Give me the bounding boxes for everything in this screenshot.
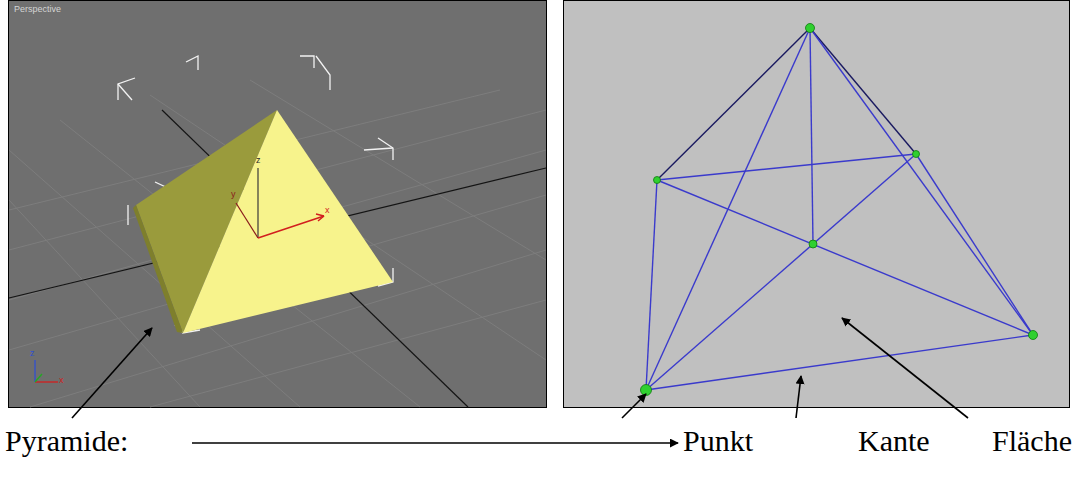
axis-letter: y	[231, 190, 236, 200]
world-axes	[9, 110, 546, 407]
selection-brackets	[118, 56, 393, 333]
wireframe-viewport	[564, 1, 1070, 408]
part-label: Kante	[858, 424, 930, 457]
part-label: Punkt	[683, 424, 753, 457]
grid	[9, 80, 546, 407]
axis-letter: z	[256, 156, 261, 166]
perspective-viewport	[9, 1, 547, 408]
viewport-name: Perspective	[14, 5, 61, 15]
pointer-arrows	[72, 318, 968, 443]
axis-icon	[35, 360, 58, 382]
axis-letter: x	[59, 376, 64, 386]
object-label: Pyramide:	[5, 424, 128, 457]
axis-letter: z	[30, 349, 35, 359]
part-label: Fläche	[992, 424, 1072, 457]
pyramid-shaded	[133, 110, 393, 333]
axis-letter: x	[325, 206, 330, 216]
vertex-dots	[641, 24, 1038, 396]
pyramid-edges	[646, 28, 1033, 390]
transform-gizmo	[236, 168, 324, 238]
